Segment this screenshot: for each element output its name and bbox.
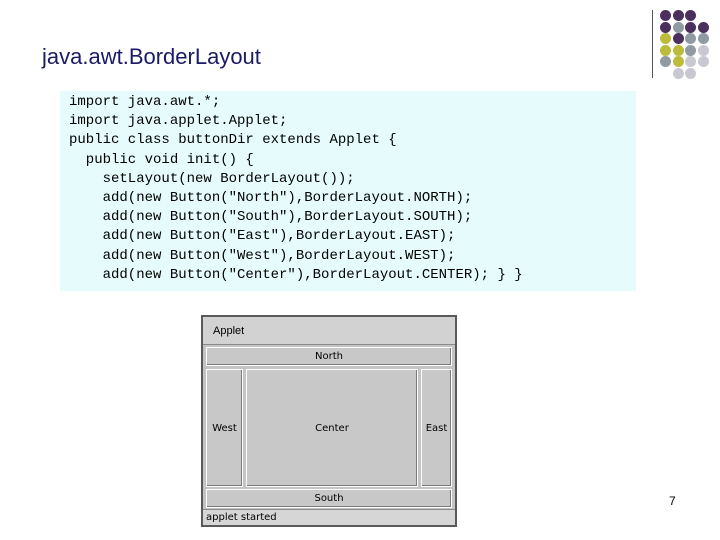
applet-title-text: Applet xyxy=(213,325,245,337)
decorative-dot xyxy=(660,56,671,67)
code-line: setLayout(new BorderLayout()); xyxy=(69,170,355,187)
decorative-dot xyxy=(660,10,671,21)
slide-title: java.awt.BorderLayout xyxy=(42,44,261,69)
code-text: import java.awt.*; import java.applet.App… xyxy=(60,91,636,285)
decorative-dot xyxy=(685,21,696,33)
decorative-divider xyxy=(652,10,653,78)
decorative-dot xyxy=(685,10,696,21)
code-block: import java.awt.*; import java.applet.App… xyxy=(60,91,636,291)
applet-status-bar: applet started xyxy=(203,509,455,525)
decorative-dot xyxy=(672,44,684,56)
decorative-dot xyxy=(697,56,709,67)
north-button[interactable]: North xyxy=(206,347,452,366)
code-line: add(new Button("West"),BorderLayout.WEST… xyxy=(69,247,456,264)
decorative-dot xyxy=(685,44,696,56)
applet-window: Applet North West Center East South appl… xyxy=(201,315,457,527)
east-button[interactable]: East xyxy=(421,369,452,487)
code-line: add(new Button("Center"),BorderLayout.CE… xyxy=(69,266,523,283)
decorative-dot xyxy=(697,33,709,44)
west-button[interactable]: West xyxy=(206,369,243,487)
decorative-dot xyxy=(672,21,684,33)
applet-titlebar: Applet xyxy=(203,317,455,345)
decorative-dot xyxy=(672,67,684,79)
code-line: public void init() { xyxy=(69,151,254,168)
applet-status-text: applet started xyxy=(206,512,277,523)
decorative-dot xyxy=(685,56,696,67)
decorative-dot xyxy=(672,33,684,44)
decorative-dot xyxy=(697,44,709,56)
decorative-dot xyxy=(672,56,684,67)
decorative-dot xyxy=(672,10,684,21)
decorative-dot xyxy=(660,21,671,33)
south-button[interactable]: South xyxy=(206,489,452,508)
code-line: add(new Button("South"),BorderLayout.SOU… xyxy=(69,209,473,226)
code-line: add(new Button("North"),BorderLayout.NOR… xyxy=(69,190,473,207)
code-line: import java.applet.Applet; xyxy=(69,113,288,130)
code-line: public class buttonDir extends Applet { xyxy=(69,132,397,149)
decorative-dot xyxy=(697,21,709,33)
decorative-dot xyxy=(685,33,696,44)
center-button[interactable]: Center xyxy=(246,369,418,487)
code-line: import java.awt.*; xyxy=(69,94,221,110)
decorative-dot xyxy=(660,33,671,44)
code-line: add(new Button("East"),BorderLayout.EAST… xyxy=(69,228,456,245)
page-number: 7 xyxy=(669,494,676,508)
decorative-dot xyxy=(660,44,671,56)
decorative-dot xyxy=(685,67,696,79)
